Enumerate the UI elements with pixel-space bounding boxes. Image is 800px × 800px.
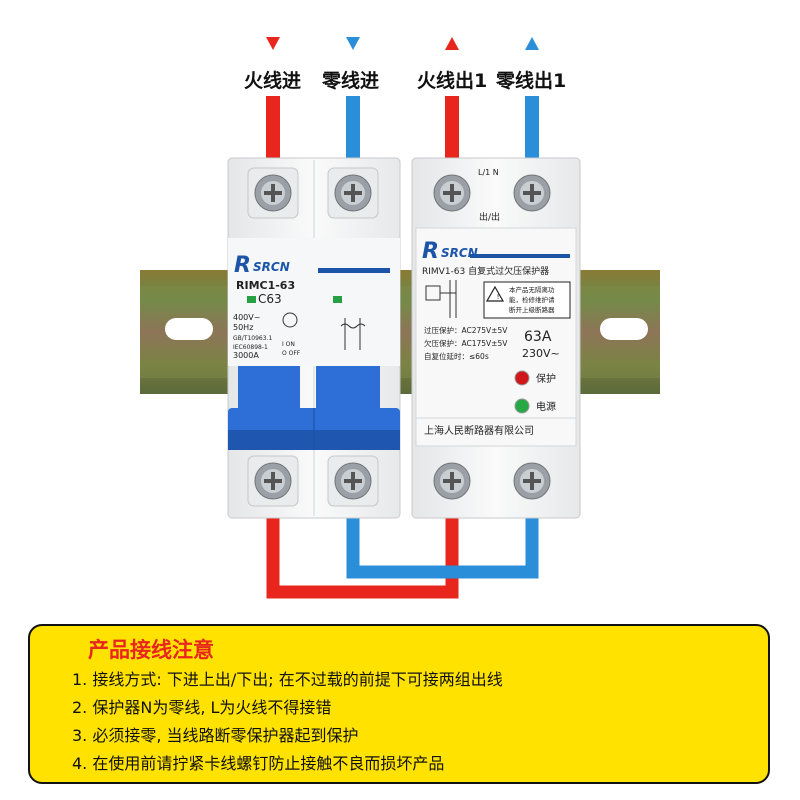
protector-warning-2: 断开上级断路器 (509, 305, 555, 314)
protector-reset-delay: 自复位延时：≤60s (424, 351, 489, 361)
protector-top-screw-l (433, 174, 471, 212)
neutral-out-arrow-icon (525, 37, 539, 50)
live-in-arrow-icon (266, 37, 280, 50)
protector-bottom-screw-r (513, 462, 551, 500)
breaker-brand-logo-icon: R (234, 253, 251, 278)
neutral-out-wire (525, 96, 539, 176)
circuit-breaker: R SRCN RIMC1-63 C63 400V~ 50Hz GB/T10963… (227, 157, 401, 519)
breaker-switch-on: I ON (282, 341, 295, 348)
breaker-spec-0: 400V~ (233, 313, 260, 322)
breaker-circuit-symbol-icon (340, 318, 366, 350)
neutral-in-wire (346, 96, 360, 176)
protector-top-terminal-label: L/1 N (478, 168, 499, 177)
breaker-bottom-screw-r (327, 455, 379, 507)
protector-current: 63A (524, 329, 552, 345)
neutral-in-arrow-icon (346, 37, 360, 50)
breaker-spec-2: GB/T10963.1 (233, 335, 272, 342)
note-item-2: 2. 保护器N为零线, L为火线不得接错 (72, 698, 332, 717)
protect-led-icon (514, 370, 530, 386)
protector-brand-logo-icon: R (422, 239, 439, 264)
protector-warning-1: 能，检修维护请 (509, 295, 555, 304)
protector-under-voltage: 欠压保护：AC175V±5V (424, 338, 508, 348)
label-neutral-in: 零线进 (322, 70, 380, 92)
svg-text:!: ! (497, 293, 500, 301)
breaker-handle (228, 366, 400, 450)
notes-title: 产品接线注意 (88, 638, 214, 662)
protector-brand: SRCN (441, 246, 478, 260)
breaker-brand: SRCN (253, 260, 290, 274)
wiring-diagram: R SRCN RIMC1-63 C63 400V~ 50Hz GB/T10963… (140, 37, 660, 599)
protector-warning: ! 本产品无隔离功 能，检修维护请 断开上级断路器 (483, 281, 571, 319)
bottom-wires (266, 515, 539, 599)
breaker-top-screw-l (247, 167, 299, 219)
note-item-3: 3. 必须接零, 当线路断零保护器起到保护 (72, 726, 359, 745)
breaker-bottom-screw-l (247, 455, 299, 507)
protector-over-voltage: 过压保护：AC275V±5V (424, 325, 508, 335)
protector-model: RIMV1-63 自复式过欠压保护器 (422, 265, 549, 277)
voltage-protector: L/1 N 出/出 R SRCN RIMV1-63 自复式过欠压保护器 ! 本产 (411, 157, 581, 519)
protector-schematic-icon (425, 280, 457, 318)
protector-voltage: 230V~ (522, 347, 560, 360)
warning-triangle-icon (485, 285, 505, 302)
protector-warning-0: 本产品无隔离功 (509, 285, 555, 294)
breaker-spec-1: 50Hz (233, 323, 253, 332)
label-neutral-out: 零线出1 (496, 70, 567, 92)
breaker-rating: C63 (258, 292, 282, 306)
protector-maker: 上海人民断路器有限公司 (424, 424, 534, 437)
breaker-spec-3: IEC60898-1 (233, 344, 268, 351)
protector-bottom-screw-l (433, 462, 471, 500)
protector-led-protect: 保护 (536, 372, 556, 385)
breaker-specs: 400V~ 50Hz GB/T10963.1 IEC60898-1 3000A (233, 313, 272, 360)
label-live-in: 火线进 (244, 70, 302, 92)
live-out-wire (445, 96, 459, 176)
live-in-wire (266, 96, 280, 176)
breaker-top-screw-r (327, 167, 379, 219)
breaker-model: RIMC1-63 (236, 279, 295, 292)
breaker-spec-4: 3000A (233, 351, 259, 360)
breaker-switch-off: O OFF (282, 350, 301, 357)
wiring-notes: 产品接线注意 1. 接线方式: 下进上出/下出; 在不过载的前提下可接两组出线 … (28, 624, 770, 784)
note-item-4: 4. 在使用前请拧紧卡线螺钉防止接触不良而损坏产品 (72, 754, 445, 773)
label-live-out: 火线出1 (417, 70, 488, 92)
live-out-arrow-icon (445, 37, 459, 50)
power-led-icon (514, 398, 530, 414)
note-item-1: 1. 接线方式: 下进上出/下出; 在不过载的前提下可接两组出线 (72, 670, 503, 689)
protector-led-power: 电源 (536, 400, 556, 413)
protector-out-mark: 出/出 (479, 211, 500, 223)
protector-top-screw-r (513, 174, 551, 212)
ccc-mark-icon (282, 312, 298, 328)
